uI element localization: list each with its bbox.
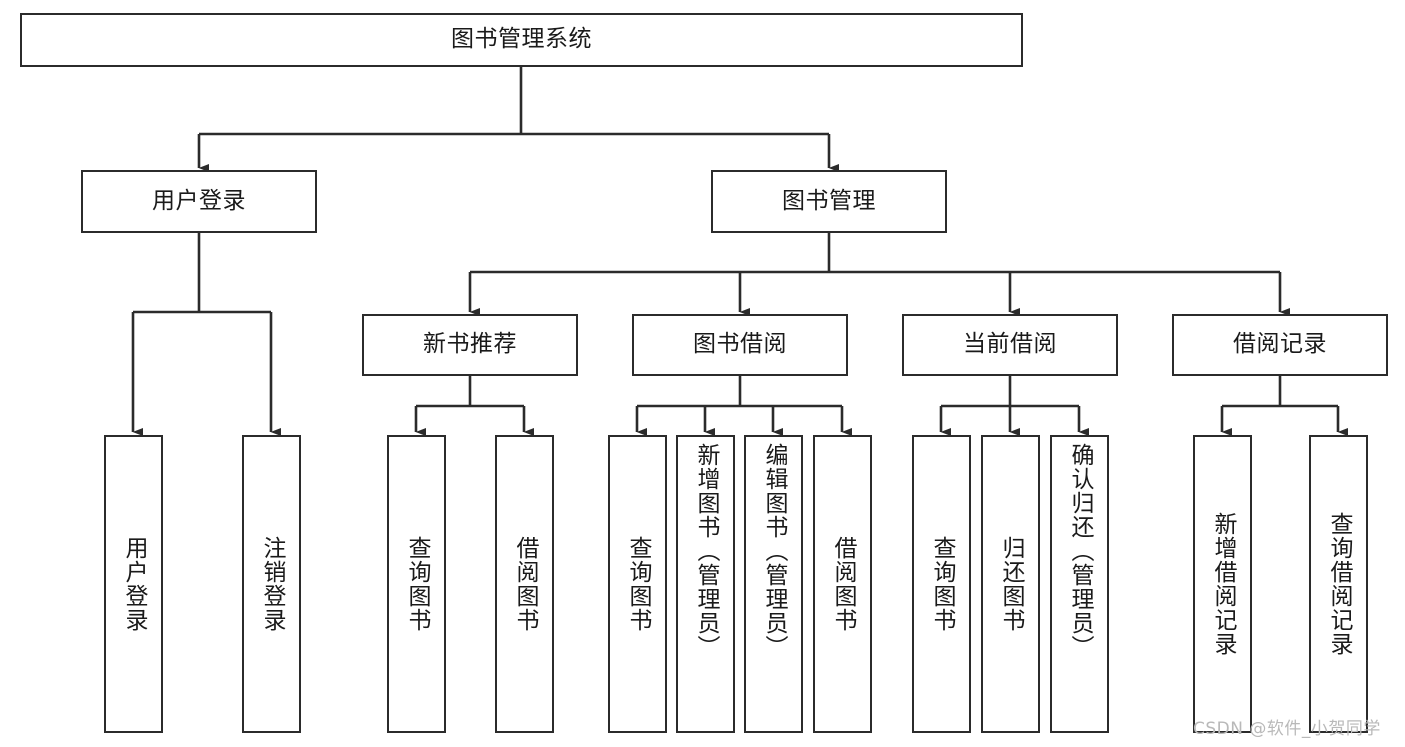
- node-leaf-user-login[interactable]: 用户登录: [104, 435, 163, 733]
- node-label: 借阅记录: [1233, 331, 1327, 358]
- node-leaf-confirm-return-admin[interactable]: 确认归还（管理员）: [1050, 435, 1109, 733]
- node-book-borrow[interactable]: 图书借阅: [632, 314, 848, 376]
- node-leaf-add-book-admin[interactable]: 新增图书（管理员）: [676, 435, 735, 733]
- node-label: 查询图书: [625, 536, 651, 632]
- node-label: 新增借阅记录: [1210, 512, 1236, 656]
- node-leaf-query-borrow-record[interactable]: 查询借阅记录: [1309, 435, 1368, 733]
- node-label: 归还图书: [998, 536, 1024, 632]
- node-label: 借阅图书: [512, 536, 538, 632]
- node-label: 新书推荐: [423, 331, 517, 358]
- node-label: 图书借阅: [693, 331, 787, 358]
- node-label: 当前借阅: [963, 331, 1057, 358]
- node-label: 注销登录: [259, 536, 285, 632]
- node-leaf-query-book-borrow[interactable]: 查询图书: [608, 435, 667, 733]
- node-current-borrow[interactable]: 当前借阅: [902, 314, 1118, 376]
- csdn-watermark: CSDN @软件_小贺同学: [1193, 719, 1381, 739]
- node-label: 新增图书（管理员）: [693, 443, 719, 659]
- node-leaf-borrow-book-recommend[interactable]: 借阅图书: [495, 435, 554, 733]
- node-label: 查询图书: [929, 536, 955, 632]
- node-leaf-edit-book-admin[interactable]: 编辑图书（管理员）: [744, 435, 803, 733]
- node-leaf-query-book-recommend[interactable]: 查询图书: [387, 435, 446, 733]
- node-label: 确认归还（管理员）: [1067, 443, 1093, 659]
- node-leaf-query-book-current[interactable]: 查询图书: [912, 435, 971, 733]
- node-borrow-record[interactable]: 借阅记录: [1172, 314, 1388, 376]
- node-new-book-recommend[interactable]: 新书推荐: [362, 314, 578, 376]
- node-leaf-return-book[interactable]: 归还图书: [981, 435, 1040, 733]
- node-label: 编辑图书（管理员）: [761, 443, 787, 659]
- node-label: 查询借阅记录: [1326, 512, 1352, 656]
- node-label: 用户登录: [121, 536, 147, 632]
- node-label: 用户登录: [152, 187, 246, 214]
- node-label: 图书管理: [782, 187, 876, 214]
- node-book-management[interactable]: 图书管理: [711, 170, 947, 233]
- node-leaf-borrow-book[interactable]: 借阅图书: [813, 435, 872, 733]
- node-label: 查询图书: [404, 536, 430, 632]
- node-label: 借阅图书: [830, 536, 856, 632]
- node-leaf-add-borrow-record[interactable]: 新增借阅记录: [1193, 435, 1252, 733]
- node-user-login[interactable]: 用户登录: [81, 170, 317, 233]
- node-leaf-logout[interactable]: 注销登录: [242, 435, 301, 733]
- node-root-book-management-system[interactable]: 图书管理系统: [20, 13, 1023, 67]
- node-label: 图书管理系统: [451, 26, 592, 53]
